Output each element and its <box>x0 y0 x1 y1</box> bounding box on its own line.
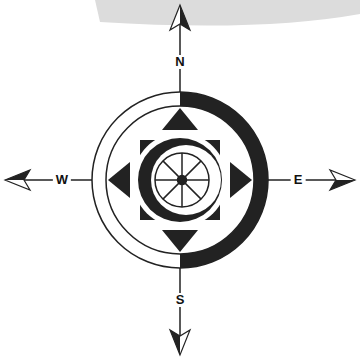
crescent <box>138 138 222 222</box>
north-arrowhead <box>170 5 190 30</box>
west-arrowhead <box>5 170 30 190</box>
star-hole <box>133 133 227 227</box>
compass-point: S <box>173 293 188 307</box>
inner-ring <box>106 106 254 254</box>
south-arrowhead <box>170 330 190 355</box>
star-point <box>162 108 198 130</box>
compass-point: N <box>172 55 187 69</box>
grey-band <box>95 0 360 26</box>
outer-ring <box>92 92 268 268</box>
star-point <box>108 162 130 198</box>
wheel <box>155 153 209 207</box>
east-arrowhead <box>330 170 355 190</box>
star-point <box>162 230 198 252</box>
compass-point: E <box>291 173 306 187</box>
star-point <box>230 162 252 198</box>
crescent-hole <box>151 145 221 215</box>
compass-point: W <box>53 173 71 187</box>
